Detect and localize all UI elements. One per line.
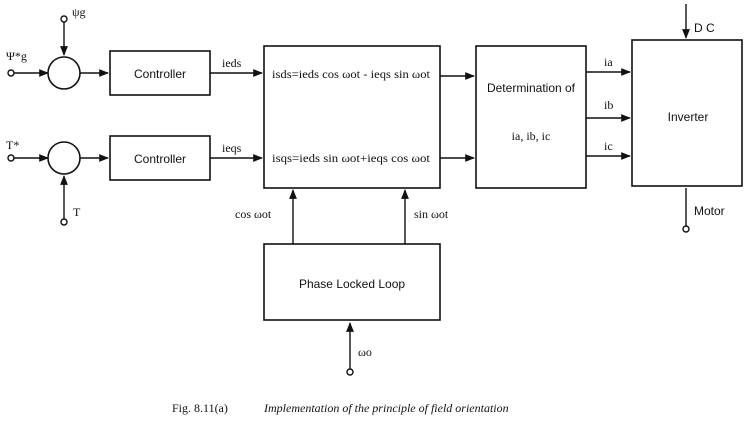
- flux-summing-junction: [47, 56, 81, 90]
- pll-block: [263, 243, 441, 321]
- cos-label: cos ωot: [235, 207, 272, 221]
- motor-terminal: [682, 225, 690, 233]
- torque-summing-junction: [47, 141, 81, 175]
- torque-ref-terminal: [7, 154, 15, 162]
- ib-label: ib: [604, 98, 613, 112]
- omega-terminal: [346, 368, 354, 376]
- ids-label: ieds: [222, 56, 242, 70]
- pll-label: Phase Locked Loop: [299, 277, 405, 291]
- transform-equation-1: isds=ieds cos ωot - ieqs sin ωot: [272, 67, 431, 81]
- psi-fb-label: ψg: [72, 5, 86, 19]
- controller-torque-label: Controller: [134, 152, 186, 166]
- motor-label: Motor: [694, 204, 725, 218]
- caption-number: Fig. 8.11(a): [172, 401, 228, 415]
- caption-text: Implementation of the principle of field…: [263, 401, 509, 415]
- controller-flux-block: [109, 50, 211, 96]
- ia-label: ia: [604, 55, 613, 69]
- transform-equation-2: isqs=ieds sin ωot+ieqs cos ωot: [272, 151, 431, 165]
- omega-label: ωo: [358, 345, 372, 359]
- determination-label-2: ia, ib, ic: [512, 129, 551, 143]
- psi-fb-terminal: [60, 15, 68, 23]
- inverter-label: Inverter: [668, 110, 709, 124]
- determination-label-1: Determination of: [487, 81, 576, 95]
- determination-block: [475, 45, 587, 189]
- torque-fb-terminal: [60, 218, 68, 226]
- iqs-label: ieqs: [222, 141, 242, 155]
- inverter-block: [631, 39, 743, 187]
- psi-ref-terminal: [7, 69, 15, 77]
- torque-fb-label: T: [73, 205, 81, 219]
- ic-label: ic: [604, 139, 613, 153]
- controller-torque-block: [109, 135, 211, 181]
- transformation-block: [263, 45, 441, 189]
- sin-label: sin ωot: [414, 207, 449, 221]
- dc-label: D C: [694, 21, 715, 35]
- psi-ref-label: Ψ*g: [6, 49, 27, 63]
- controller-flux-label: Controller: [134, 67, 186, 81]
- torque-ref-label: T*: [6, 138, 19, 152]
